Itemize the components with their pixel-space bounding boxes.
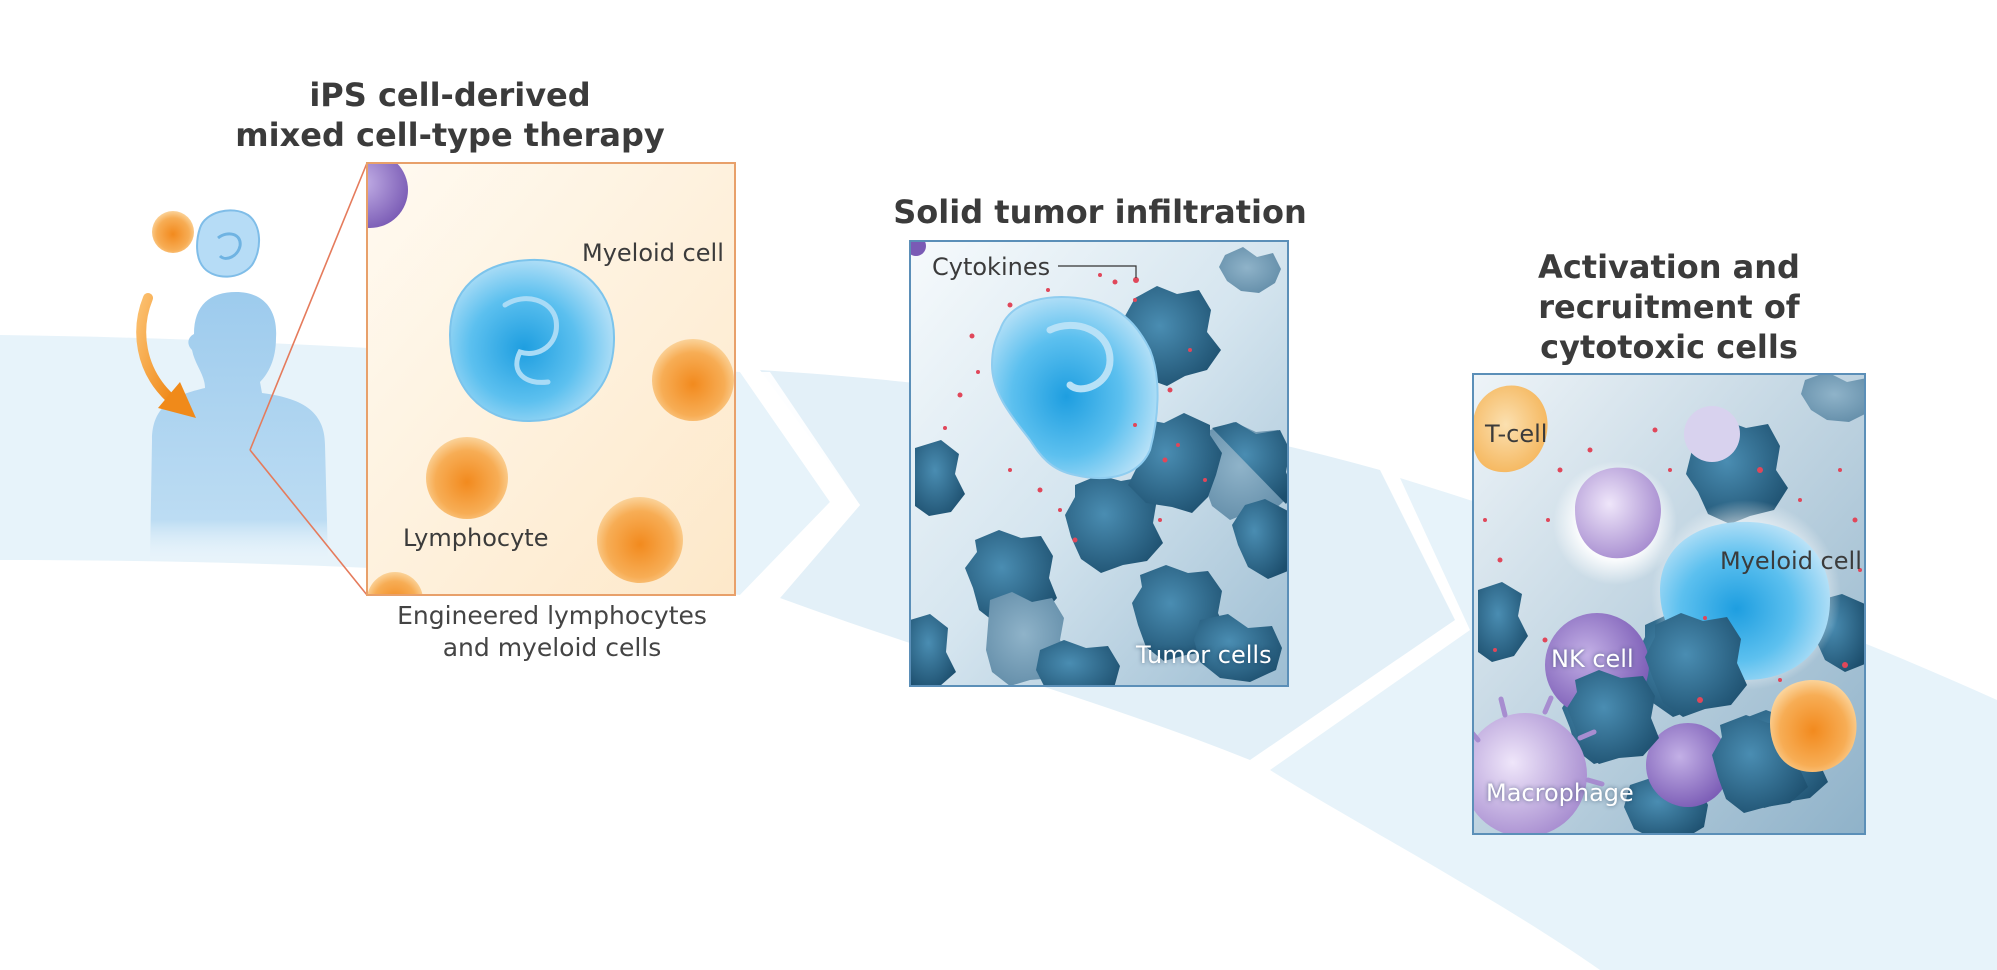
stage3-title-line2: recruitment of: [1538, 288, 1800, 326]
panel-tumor-infiltration: [909, 240, 1289, 687]
myeloid-cell-illustration: [448, 258, 616, 423]
stage2-title: Solid tumor infiltration: [893, 193, 1307, 231]
cytokine-dots: [943, 273, 1207, 543]
cytokine-dots: [1483, 427, 1862, 703]
stage1-myeloid-label: Myeloid cell: [582, 239, 724, 267]
t-cell-label: T-cell: [1485, 420, 1548, 448]
macrophage-illustration: [1473, 695, 1605, 834]
nk-cell-label: NK cell: [1551, 645, 1634, 673]
stage3-title-line3: cytotoxic cells: [1540, 328, 1798, 366]
stage3-title: Activation and recruitment of cytotoxic …: [1480, 247, 1858, 367]
tumor-cell-illustration: [910, 247, 1288, 686]
tumor-cells-label: Tumor cells: [1136, 641, 1272, 669]
stage1-caption-line1: Engineered lymphocytes: [397, 601, 707, 630]
stage1-title-line1: iPS cell-derived: [309, 76, 591, 114]
stage1-title: iPS cell-derived mixed cell-type therapy: [220, 75, 680, 155]
stage1-lymphocyte-label: Lymphocyte: [403, 524, 549, 552]
patient-silhouette-icon: [150, 292, 328, 560]
tumor-cell-illustration: [1567, 613, 1808, 813]
zoom-lines: [249, 162, 368, 596]
stage1-caption: Engineered lymphocytes and myeloid cells: [372, 600, 732, 664]
ips-blue-cell-icon: [196, 209, 260, 278]
lymphocyte-illustration: [426, 339, 734, 583]
cytokines-label: Cytokines: [932, 253, 1051, 281]
orange-cell-illustration: [1770, 680, 1857, 772]
macrophage-label: Macrophage: [1486, 779, 1634, 807]
panel-cytotoxic-recruitment: [1472, 373, 1866, 835]
t-cell-illustration: [1473, 385, 1548, 473]
activated-cell-illustration: [1553, 461, 1677, 585]
stage3-myeloid-label: Myeloid cell: [1720, 547, 1862, 575]
ips-orange-cell-icon: [152, 211, 194, 253]
stage1-caption-line2: and myeloid cells: [442, 633, 662, 662]
myeloid-cell-illustration: [990, 296, 1159, 479]
stage1-title-line2: mixed cell-type therapy: [235, 116, 665, 154]
panel-engineered-cells: [366, 162, 736, 596]
stage3-title-line1: Activation and: [1538, 248, 1800, 286]
infusion-arrow-icon: [136, 293, 196, 418]
